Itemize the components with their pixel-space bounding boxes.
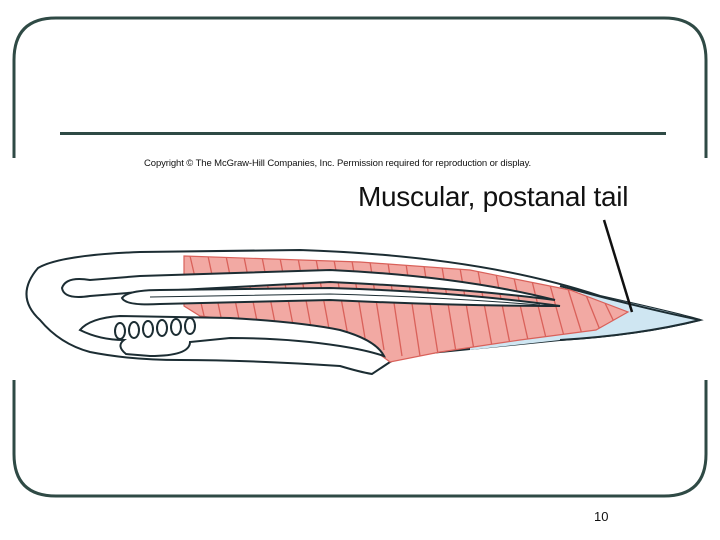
notochord-inner (149, 293, 541, 306)
notochord (120, 286, 561, 307)
gill-slits (114, 317, 196, 340)
title-rule (60, 132, 666, 135)
tail-label: Muscular, postanal tail (358, 181, 629, 212)
page-number: 10 (594, 509, 609, 524)
copyright-notice: Copyright © The McGraw-Hill Companies, I… (144, 158, 532, 169)
gut (78, 314, 386, 358)
tail-outline (559, 285, 701, 341)
frame-bottom (12, 380, 708, 498)
nerve-cord (60, 268, 556, 301)
frame-top (12, 16, 708, 158)
label-pointer (602, 219, 634, 313)
